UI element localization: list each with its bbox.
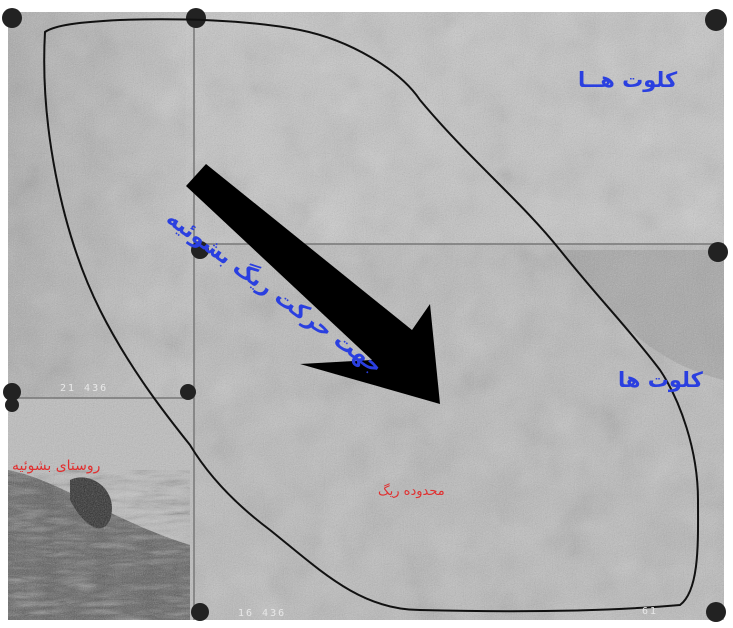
label-village: روستای بشوئیه [12, 458, 101, 474]
label-kalut-right: کلوت ها [618, 368, 703, 392]
photo-frame-top-right [186, 12, 724, 252]
label-sand-range: محدوده ریگ [378, 484, 445, 499]
frame-number-bottom: 16 436 [238, 608, 287, 619]
photo-frame-bottom-right [194, 244, 724, 620]
photo-frame-bottom-left [8, 398, 196, 620]
study-area-boundary [43, 18, 700, 613]
photo-frame-top-left [8, 12, 194, 400]
frame-number-top-left: 21 436 [60, 383, 109, 394]
fiducial-marks [2, 8, 728, 622]
frame-number-bottom-right: 61 [642, 606, 659, 617]
label-kalut-top: کلوت هــا [578, 68, 678, 92]
movement-direction-arrow-icon [186, 164, 440, 404]
